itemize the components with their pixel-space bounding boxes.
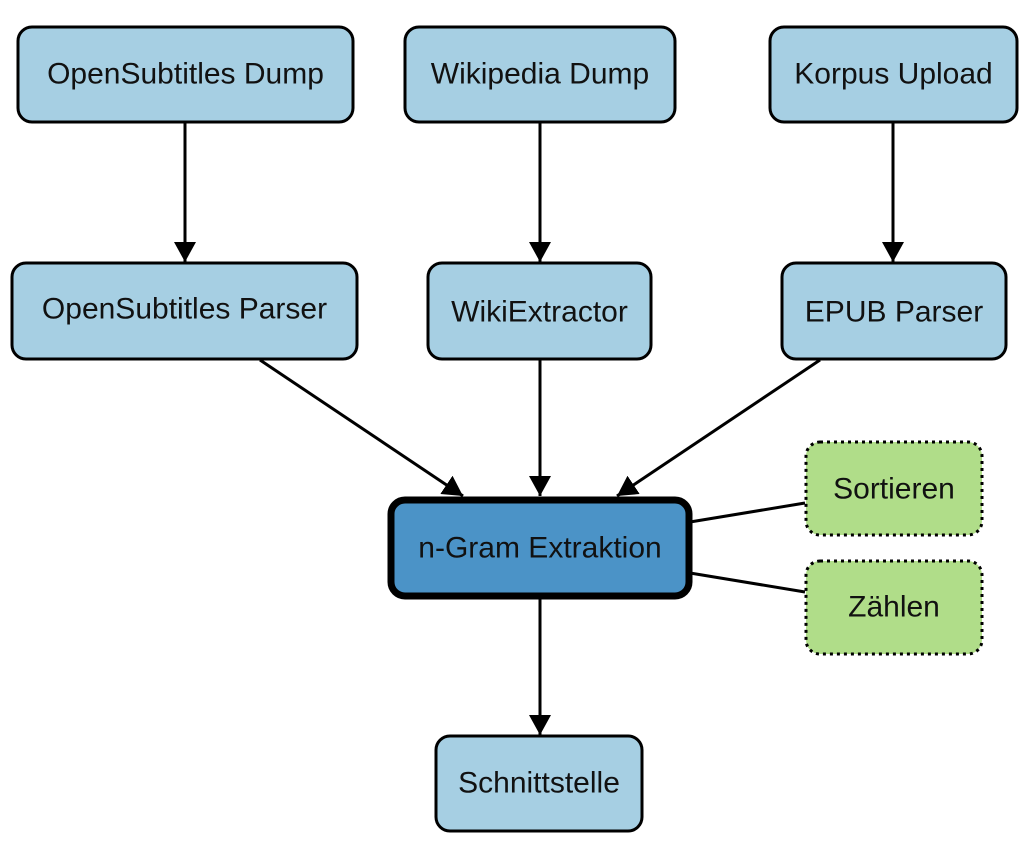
node-box (16, 25, 355, 124)
node-box (804, 559, 984, 656)
node-label: Zählen (848, 591, 940, 624)
node-schnittstelle: Schnittstelle (434, 734, 644, 833)
node-box (768, 25, 1019, 124)
node-label: n-Gram Extraktion (418, 532, 661, 565)
node-box (804, 440, 984, 537)
edge-ngram-to-zaehlen (689, 571, 806, 594)
node-box (10, 261, 359, 361)
edges (174, 123, 904, 735)
node-korpus-upload: Korpus Upload (768, 25, 1019, 124)
node-label: Wikipedia Dump (431, 58, 649, 91)
edge-ngram-to-sortieren (689, 501, 806, 524)
node-zaehlen: Zählen (804, 559, 984, 656)
node-label: Korpus Upload (794, 58, 992, 91)
node-label: Sortieren (833, 473, 955, 506)
node-label: OpenSubtitles Parser (42, 293, 327, 326)
node-opensubtitles-parser: OpenSubtitles Parser (10, 261, 359, 361)
node-wikipedia-dump: Wikipedia Dump (403, 25, 677, 124)
node-opensubtitles-dump: OpenSubtitles Dump (16, 25, 355, 124)
edge-opensubtitles-parser-to-ngram (259, 358, 464, 498)
node-label: Schnittstelle (458, 767, 620, 800)
node-label: OpenSubtitles Dump (47, 58, 324, 91)
node-sortieren: Sortieren (804, 440, 984, 537)
node-box (434, 734, 644, 833)
node-label: WikiExtractor (451, 296, 628, 329)
node-ngram-extraktion: n-Gram Extraktion (387, 496, 693, 600)
edge-epub-parser-to-ngram (616, 358, 821, 498)
node-box (780, 261, 1008, 361)
node-epub-parser: EPUB Parser (780, 261, 1008, 361)
node-box (387, 496, 693, 600)
node-wikiextractor: WikiExtractor (426, 261, 653, 361)
node-box (426, 261, 653, 361)
node-box (403, 25, 677, 124)
node-label: EPUB Parser (805, 296, 983, 329)
